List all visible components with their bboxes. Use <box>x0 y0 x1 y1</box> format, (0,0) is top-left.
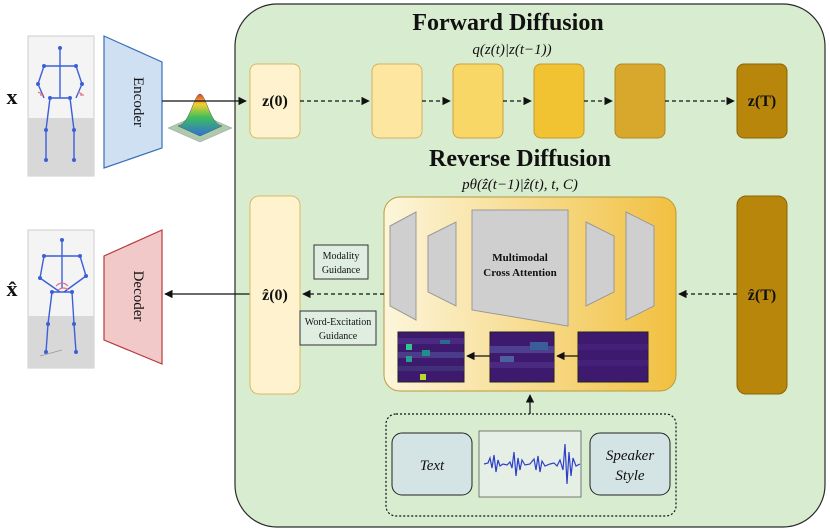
output-x-hat-label: x̂ <box>7 276 18 301</box>
text-condition-box <box>391 432 473 496</box>
down-layer-1 <box>389 211 417 321</box>
latent-step4-box <box>614 63 666 139</box>
word-excitation-guidance-line2: Guidance <box>319 331 358 342</box>
word-excitation-heatmap-1 <box>397 331 465 383</box>
audio-waveform-icon <box>478 430 582 498</box>
latent-zT-box <box>736 63 788 139</box>
forward-diffusion-formula: q(z(t)|z(t−1)) <box>472 42 551 58</box>
input-skeleton-image <box>27 35 95 177</box>
encoder-block <box>103 35 163 169</box>
forward-diffusion-title: Forward Diffusion <box>412 10 603 36</box>
word-excitation-heatmap-3 <box>577 331 649 383</box>
speaker-style-label-line2: Style <box>615 468 644 484</box>
latent-zT-label: z(T) <box>748 93 776 110</box>
latent-step2-box <box>452 63 504 139</box>
cross-attention-label-line2: Cross Attention <box>483 267 556 279</box>
latent-z0-label: z(0) <box>262 93 288 110</box>
speaker-style-label-line1: Speaker <box>606 448 654 464</box>
output-skeleton-image <box>27 229 95 369</box>
modality-guidance-line2: Guidance <box>322 265 361 276</box>
latent-z0-hat-box <box>249 195 301 395</box>
conditioning-inputs-group <box>385 413 677 517</box>
modality-guidance-box <box>313 244 369 280</box>
input-x-label: x <box>7 84 18 109</box>
encoder-label: Encoder <box>130 77 146 127</box>
latent-step3-box <box>533 63 585 139</box>
gaussian-surface-icon <box>167 93 233 143</box>
latent-zT-hat-box <box>736 195 788 395</box>
speaker-style-box <box>589 432 671 496</box>
word-excitation-guidance-box <box>299 310 377 346</box>
decoder-block <box>103 229 163 365</box>
up-layer-2 <box>625 211 655 321</box>
text-condition-label: Text <box>420 458 445 474</box>
cross-attention-block <box>471 209 569 327</box>
word-excitation-heatmap-2 <box>489 331 555 383</box>
reverse-diffusion-formula: pθ(ẑ(t−1)|ẑ(t), t, C) <box>461 177 578 193</box>
latent-step1-box <box>371 63 423 139</box>
reverse-diffusion-title: Reverse Diffusion <box>429 146 611 172</box>
down-layer-2 <box>427 221 457 307</box>
cross-attention-label-line1: Multimodal <box>492 252 548 264</box>
up-layer-1 <box>585 221 615 307</box>
latent-zT-hat-label: ẑ(T) <box>748 287 776 304</box>
decoder-label: Decoder <box>130 271 146 322</box>
latent-z0-hat-label: ẑ(0) <box>262 287 288 304</box>
word-excitation-guidance-line1: Word-Excitation <box>305 317 371 328</box>
modality-guidance-line1: Modality <box>323 251 360 262</box>
